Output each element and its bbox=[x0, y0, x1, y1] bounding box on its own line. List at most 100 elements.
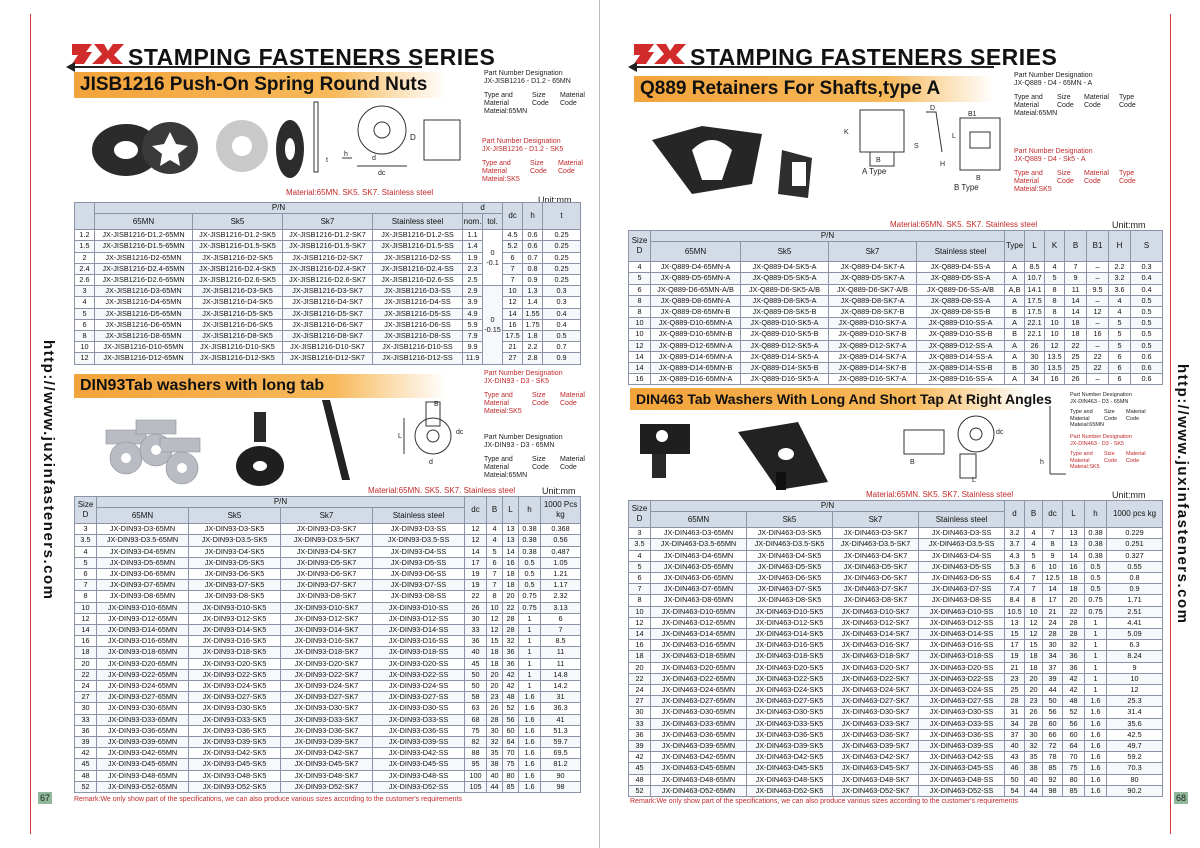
table-cell: 85 bbox=[1062, 784, 1086, 798]
table-cell: 7 bbox=[486, 568, 504, 581]
table-cell: 1 bbox=[518, 624, 542, 637]
svg-text:B: B bbox=[976, 175, 981, 182]
table-cell: 14 bbox=[502, 545, 520, 558]
table-cell: 37 bbox=[1042, 661, 1064, 674]
table-cell: JX-DIN463-D39-65MN bbox=[650, 740, 747, 753]
col-sk7-header: Sk7 bbox=[832, 511, 919, 529]
table-cell: 5.9 bbox=[462, 318, 484, 332]
table-cell: JX-DIN463-D45-SK7 bbox=[832, 762, 919, 775]
website-url: http://www.juxinfasteners.com bbox=[40, 340, 57, 601]
table-cell: 4 bbox=[628, 261, 651, 274]
header-arrow bbox=[66, 62, 75, 72]
table-cell: 13.5 bbox=[1044, 350, 1066, 364]
table-cell: 4 bbox=[628, 549, 651, 562]
table-cell: 28 bbox=[1062, 616, 1086, 630]
table-cell: JX-DIN93-D20-SK7 bbox=[280, 657, 373, 670]
table-cell: 12 bbox=[486, 624, 504, 637]
table-cell: JX-JISB1216-D4-SK7 bbox=[282, 296, 373, 309]
table-cell: 2.51 bbox=[1106, 605, 1164, 618]
table-cell: 80 bbox=[1062, 773, 1086, 786]
table-cell: 28 bbox=[1042, 628, 1064, 641]
table-cell: 2.8 bbox=[522, 352, 544, 365]
designation-din93-red: Part Number Designation JX-DIN93 - D3 - … bbox=[484, 370, 585, 415]
material-note-jisb1216: Material:65MN. SK5. SK7. Stainless steel bbox=[286, 188, 434, 197]
table-cell: 1.17 bbox=[540, 579, 582, 592]
table-cell: JX-DIN93-D5-SK5 bbox=[188, 556, 281, 570]
table-cell: 21 bbox=[1042, 605, 1064, 618]
table-cell: JX-DIN93-D52-65MN bbox=[96, 780, 189, 794]
table-cell: JX-DIN463-D10-SK7 bbox=[832, 605, 919, 618]
table-cell: 5 bbox=[486, 545, 504, 558]
table-cell: JX-DIN93-D12-SK5 bbox=[188, 612, 281, 626]
table-cell: 1 bbox=[518, 646, 542, 659]
table-cell: 18 bbox=[1062, 572, 1086, 585]
table-cell: 44 bbox=[1024, 784, 1044, 798]
table-cell: 7 bbox=[1024, 572, 1044, 585]
table-cell: JX-DIN463-D27-65MN bbox=[650, 695, 747, 708]
table-cell: JX-DIN93-D22-65MN bbox=[96, 668, 189, 682]
table-cell: 36.3 bbox=[540, 702, 582, 715]
table-cell: A bbox=[1004, 272, 1026, 285]
table-cell: 32 bbox=[1062, 639, 1086, 652]
table-cell: JX-Q889-D8-SK5-A bbox=[740, 294, 829, 308]
table-cell: 16 bbox=[1062, 560, 1086, 574]
pcs-header: 1000 Pcs kg bbox=[540, 495, 582, 525]
table-cell: 17 bbox=[464, 556, 488, 570]
k-header: K bbox=[1044, 229, 1066, 263]
designation-din93-black: Part Number Designation JX-DIN93 - D3 - … bbox=[484, 434, 585, 479]
table-cell: 20 bbox=[628, 661, 651, 674]
table-cell: 24 bbox=[628, 684, 651, 697]
table-cell: 25 bbox=[1064, 350, 1088, 364]
table-cell: 6 bbox=[628, 572, 651, 585]
table-cell: 0.5 bbox=[1130, 294, 1164, 308]
table-cell: A,B bbox=[1004, 283, 1026, 296]
table-cell: 10 bbox=[1106, 672, 1164, 686]
table-cell: 11 bbox=[540, 646, 582, 659]
table-cell: 0.3 bbox=[1130, 261, 1164, 274]
table-cell: 12 bbox=[1086, 306, 1110, 319]
table-cell: JX-DIN463-D6-SK5 bbox=[746, 572, 833, 585]
table-cell: 2.6 bbox=[74, 274, 95, 287]
table-cell: 14 bbox=[1042, 583, 1064, 596]
table-cell: 1.8 bbox=[522, 330, 544, 343]
table-cell: JX-DIN93-D12-SK7 bbox=[280, 612, 373, 626]
table-cell: 22 bbox=[502, 601, 520, 614]
table-cell: 10 bbox=[628, 328, 651, 341]
table-cell: JX-DIN93-D6-SK5 bbox=[188, 568, 281, 581]
table-cell: 0.5 bbox=[1130, 328, 1164, 341]
table-cell: 0.4 bbox=[1130, 272, 1164, 285]
table-cell: JX-DIN463-D42-SK5 bbox=[746, 751, 833, 764]
table-cell: JX-DIN93-D3-SS bbox=[371, 523, 466, 536]
material-note-din463: Material:65MN. SK5. SK7. Stainless steel bbox=[866, 490, 1014, 499]
table-cell: 8 bbox=[628, 294, 651, 308]
q889-retainer-photo bbox=[632, 110, 832, 220]
table-cell: JX-DIN463-D8-SK7 bbox=[832, 594, 919, 607]
table-cell: 3.5 bbox=[628, 538, 651, 551]
table-cell: JX-DIN463-D7-SK7 bbox=[832, 583, 919, 596]
table-cell: 0.38 bbox=[518, 534, 542, 547]
table-cell: JX-DIN93-D52-SS bbox=[371, 780, 466, 794]
table-cell: JX-DIN93-D33-SK7 bbox=[280, 713, 373, 726]
table-cell: – bbox=[1086, 261, 1110, 274]
table-cell: B bbox=[1004, 362, 1026, 375]
table-cell: 1.6 bbox=[1084, 695, 1108, 708]
table-cell: 7 bbox=[502, 274, 524, 287]
table-cell: 14 bbox=[1062, 549, 1086, 562]
table-cell: JX-DIN463-D27-SK5 bbox=[746, 695, 833, 708]
table-cell: B bbox=[1004, 306, 1026, 319]
table-cell: JX-JISB1216-D1.2-SK7 bbox=[282, 229, 373, 242]
table-cell: JX-DIN463-D33-65MN bbox=[650, 717, 747, 730]
table-cell: 1 bbox=[1084, 650, 1108, 663]
h-header: h bbox=[522, 201, 544, 231]
table-cell: 0.75 bbox=[1084, 594, 1108, 607]
table-cell: 8 bbox=[1024, 594, 1044, 607]
table-cell: JX-DIN463-D7-65MN bbox=[650, 583, 747, 596]
table-cell: 32 bbox=[1024, 740, 1044, 753]
